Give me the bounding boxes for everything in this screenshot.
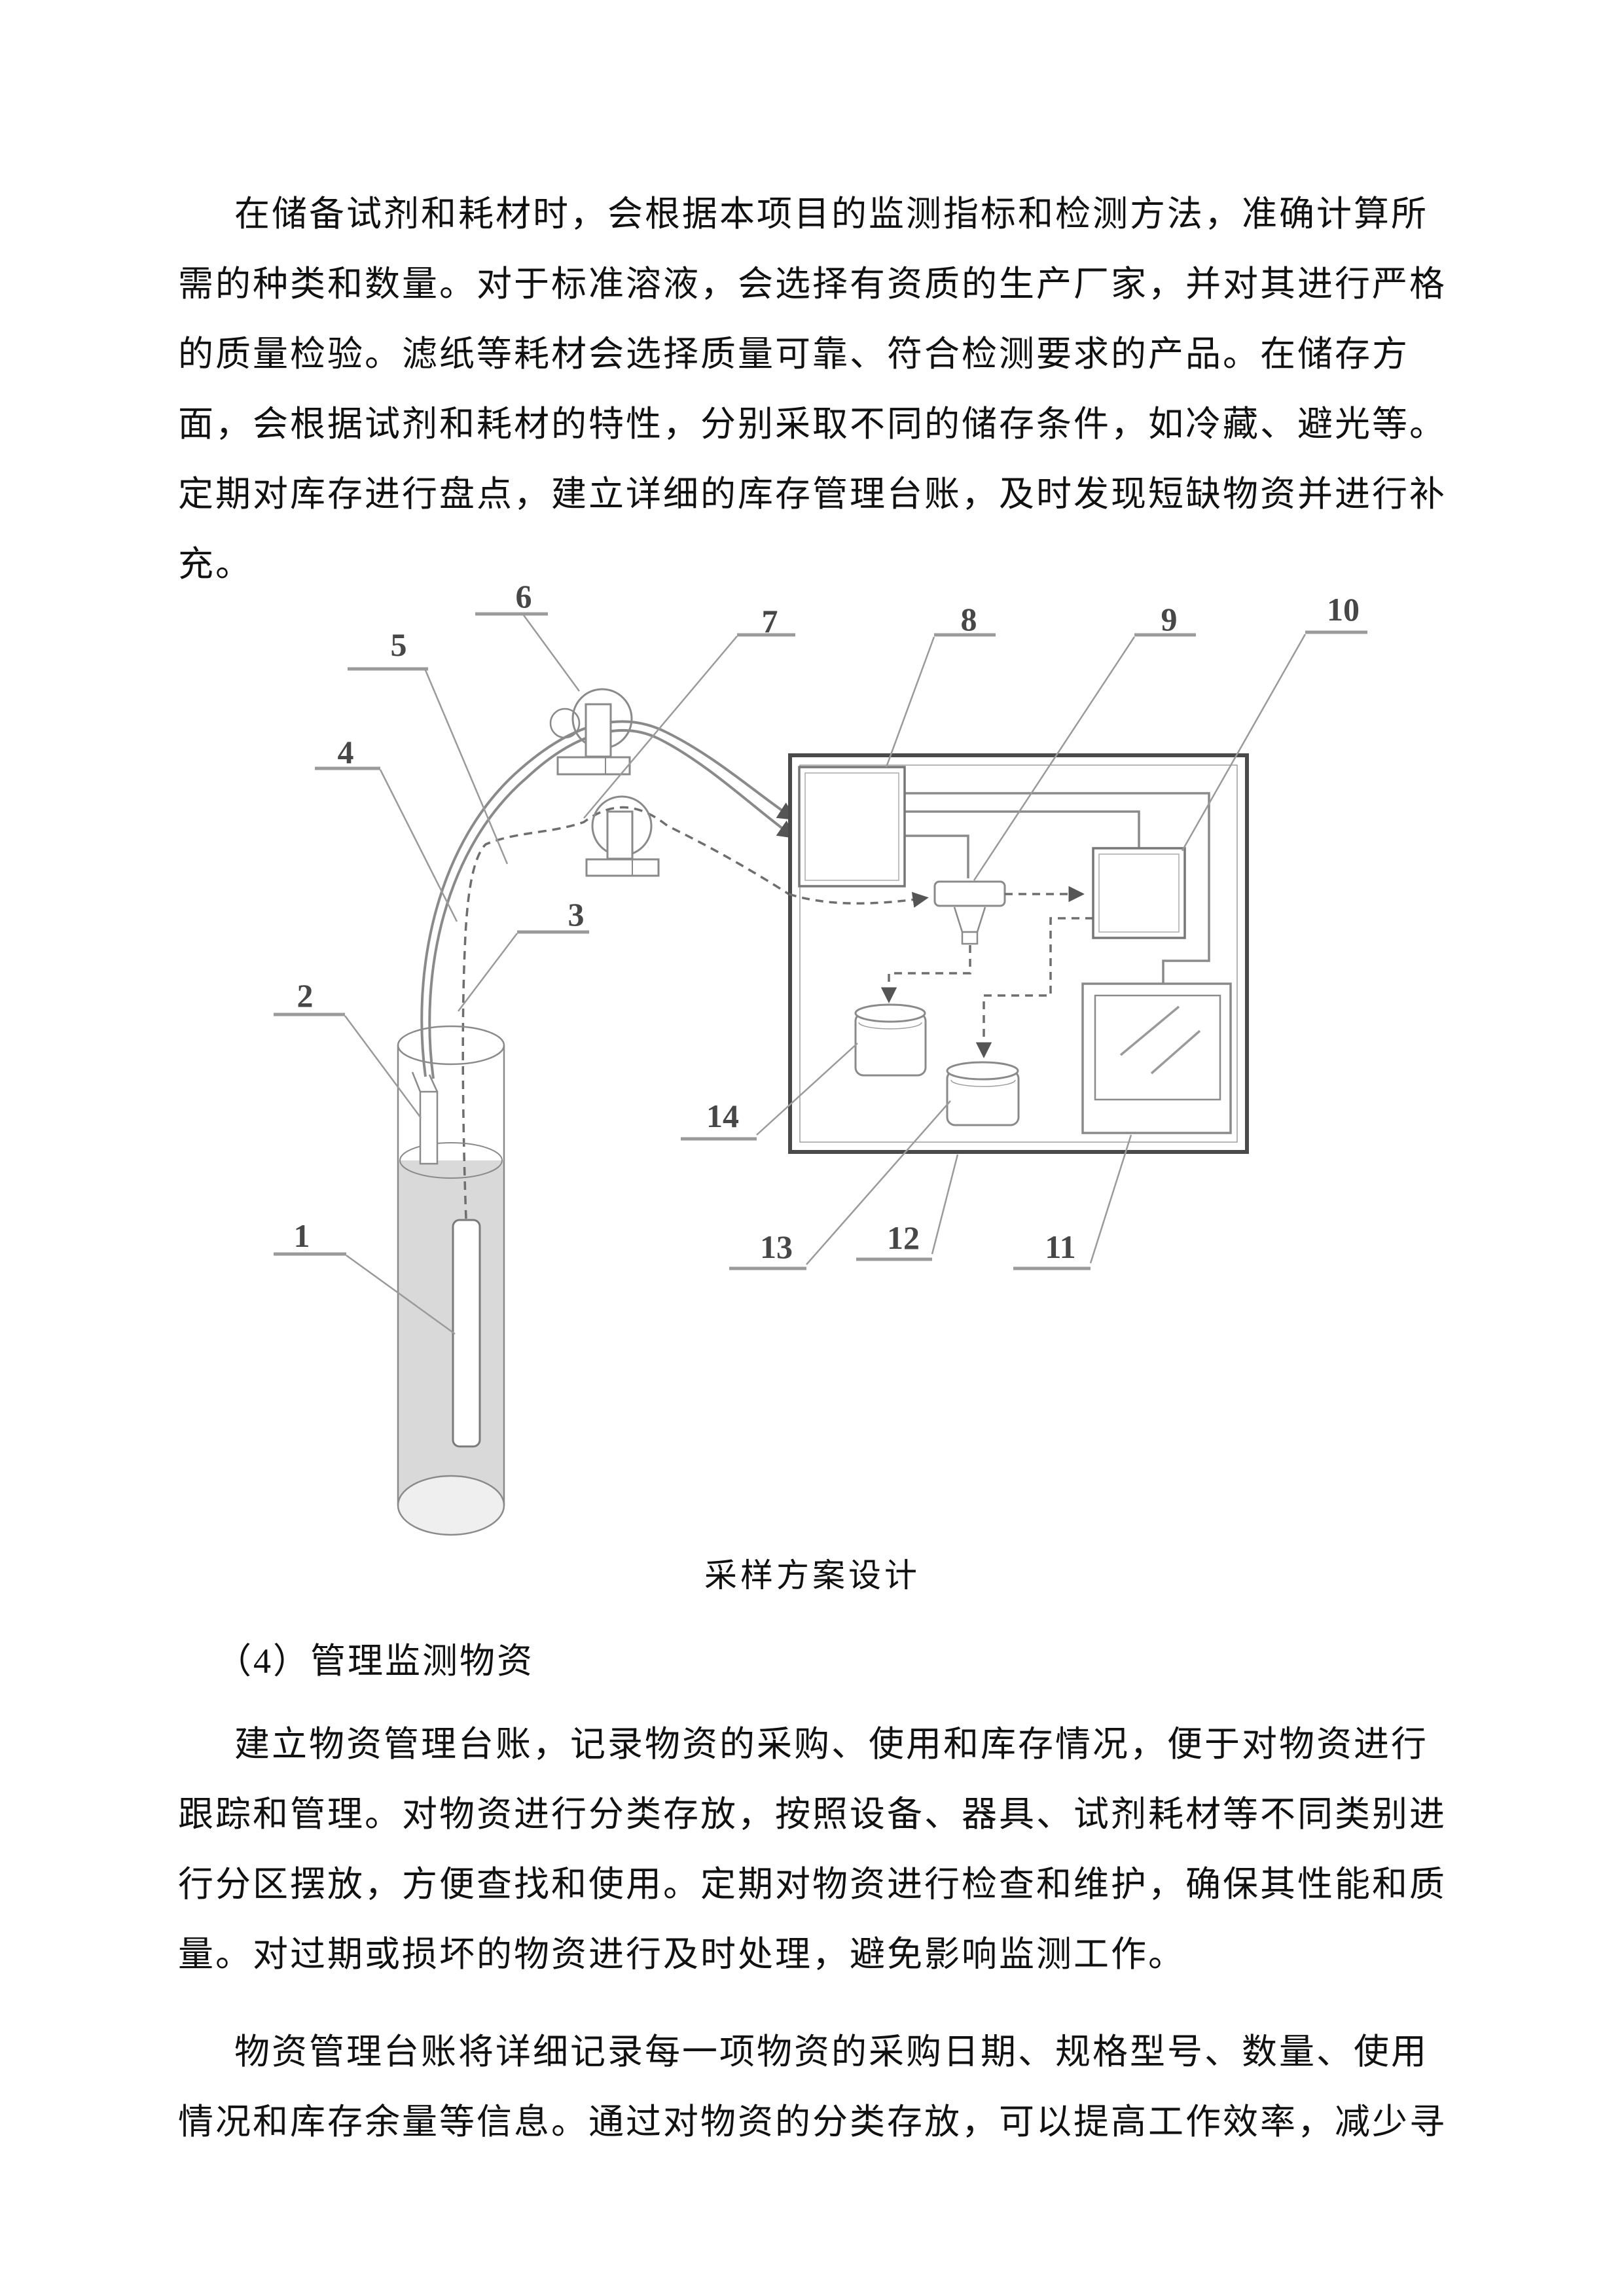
leader-line-2 — [344, 1015, 422, 1119]
part-label-9: 9 — [1161, 601, 1178, 637]
leader-line-6 — [522, 615, 581, 692]
pipe-body — [419, 1090, 439, 1165]
coiled-sample-line — [461, 806, 789, 1219]
instrument-cabinet — [788, 753, 1249, 1154]
monitor-11 — [1081, 982, 1232, 1134]
pump-lower-base — [585, 858, 660, 877]
paragraph-3: 物资管理台账将详细记录每一项物资的采购日期、规格型号、数量、使用 情况和库存余量… — [178, 2017, 1454, 2157]
text-line: 建立物资管理台账，记录物资的采购、使用和库存情况，便于对物资进行 — [234, 1725, 1428, 1764]
bottle-14 — [854, 1003, 927, 1077]
monitor-screen — [1094, 994, 1221, 1101]
part-label-13: 13 — [760, 1229, 793, 1265]
wire-8-to-11 — [905, 792, 1210, 984]
analyzer-10-inner — [1098, 853, 1180, 933]
well-top-rim — [397, 1025, 505, 1066]
bottle-13 — [946, 1061, 1020, 1126]
text-line: 充。 — [178, 545, 253, 584]
part-label-14: 14 — [706, 1098, 739, 1134]
section-heading: （4）管理监测物资 — [216, 1641, 534, 1681]
cabinet-inner-line — [799, 764, 1238, 1143]
text-line: 跟踪和管理。对物资进行分类存放，按照设备、器具、试剂耗材等不同类别进 — [178, 1795, 1447, 1834]
figure-caption: 采样方案设计 — [704, 1557, 920, 1594]
text-line: 情况和库存余量等信息。通过对物资的分类存放，可以提高工作效率，减少寻 — [178, 2102, 1447, 2142]
leader-line-8 — [885, 636, 935, 768]
screen-glare-2 — [1150, 1030, 1201, 1075]
pipe-taper-left — [411, 1071, 422, 1092]
leader-line-11 — [1089, 1134, 1132, 1264]
analyzer-10-outer — [1092, 847, 1186, 939]
bottle-14-rim — [854, 1003, 926, 1023]
bottle-13-rim2 — [950, 1079, 1016, 1087]
part-label-2: 2 — [297, 977, 314, 1014]
paragraph-2: 建立物资管理台账，记录物资的采购、使用和库存情况，便于对物资进行 跟踪和管理。对… — [178, 1710, 1454, 1990]
leader-line-7 — [583, 636, 738, 819]
well-bottom — [397, 1475, 505, 1536]
leader-line-3 — [458, 933, 518, 1012]
part-label-12: 12 — [887, 1219, 920, 1256]
part-label-10: 10 — [1327, 591, 1360, 628]
text-line: 需的种类和数量。对于标准溶液，会选择有资质的生产厂家，并对其进行严格 — [178, 264, 1447, 304]
pump-upper — [549, 688, 633, 776]
leader-line-12 — [931, 1154, 959, 1255]
inner-pipe — [411, 1071, 439, 1165]
flow-into-valve — [788, 891, 929, 908]
text-line: 在储备试剂和耗材时，会根据本项目的监测指标和检测方法，准确计算所 — [234, 194, 1428, 234]
part-label-7: 7 — [762, 603, 778, 639]
text-line: 量。对过期或损坏的物资进行及时处理，避免影响监测工作。 — [178, 1935, 1185, 1974]
sample-tube-inner — [428, 729, 797, 1079]
wire-8-to-9 — [905, 834, 969, 878]
part-label-1: 1 — [294, 1217, 310, 1254]
leader-line-1 — [346, 1254, 456, 1335]
pump-lower-body — [606, 810, 634, 860]
pipe-taper-right — [428, 1074, 439, 1092]
bottle-14-rim2 — [858, 1022, 922, 1030]
controller-8 — [798, 766, 906, 888]
flow-to-bottle-13 — [975, 917, 1093, 1058]
leader-line-9 — [973, 636, 1136, 881]
text-line: 定期对库存进行盘点，建立详细的库存管理台账，及时发现短缺物资并进行补 — [178, 475, 1447, 514]
analyzer-10 — [1092, 847, 1186, 939]
pump-upper-body — [585, 703, 612, 758]
part-label-6: 6 — [516, 578, 532, 615]
tubing — [420, 720, 797, 1219]
paragraph-1: 在储备试剂和耗材时，会根据本项目的监测指标和检测方法，准确计算所 需的种类和数量… — [178, 179, 1454, 600]
leader-line-13 — [806, 1100, 951, 1265]
controller-8-inner — [804, 772, 899, 881]
part-label-5: 5 — [391, 626, 407, 663]
flow-to-bottle-14 — [880, 945, 971, 1003]
leader-line-4 — [379, 769, 458, 922]
screen-glare-1 — [1119, 1005, 1180, 1056]
text-line: 面，会根据试剂和耗材的特性，分别采取不同的储存条件，如冷藏、避光等。 — [178, 404, 1447, 444]
valve-9 — [933, 880, 1006, 945]
pump-upper-dome2 — [549, 708, 581, 739]
bottle-13-rim — [946, 1061, 1019, 1081]
part-label-3: 3 — [568, 896, 585, 933]
sample-tube-outer — [420, 720, 797, 1077]
pump-lower — [585, 795, 660, 877]
sampling-bailer — [452, 1219, 481, 1448]
water-level-ring — [399, 1142, 503, 1179]
leader-line-10 — [1181, 634, 1307, 852]
leader-line-5 — [424, 670, 509, 865]
controller-8-outer — [798, 766, 906, 888]
pump-upper-base — [556, 756, 631, 776]
well-water-zone — [398, 1160, 504, 1505]
text-line: 行分区摆放，方便查找和使用。定期对物资进行检查和维护，确保其性能和质 — [178, 1865, 1447, 1904]
valve-9-outlet — [961, 931, 979, 945]
wire-8-to-10 — [905, 810, 1140, 848]
dashed-flow-lines — [788, 886, 1093, 1058]
text-line: 物资管理台账将详细记录每一项物资的采购日期、规格型号、数量、使用 — [234, 2032, 1428, 2072]
text-line: 的质量检验。滤纸等耗材会选择质量可靠、符合检测要求的产品。在储存方 — [178, 334, 1409, 374]
part-label-4: 4 — [338, 734, 354, 770]
cabinet-wiring — [905, 792, 1210, 984]
part-label-8: 8 — [961, 601, 977, 637]
monitoring-well — [397, 1045, 505, 1536]
leader-line-14 — [756, 1043, 858, 1136]
valve-9-body — [933, 880, 1006, 907]
part-label-11: 11 — [1045, 1229, 1075, 1265]
